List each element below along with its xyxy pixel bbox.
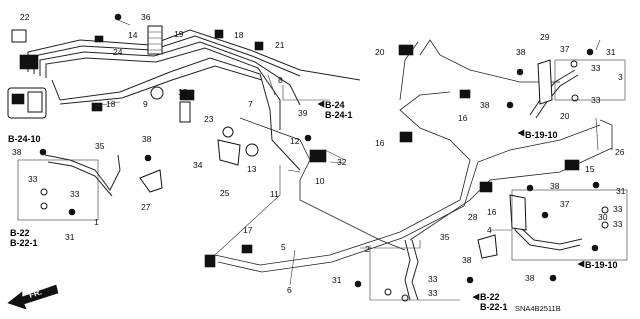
label-12: 12: [290, 136, 300, 146]
brake-hose-front-left: [44, 154, 121, 197]
label-17: 17: [243, 225, 253, 235]
brake-hose-front-right: [529, 69, 579, 119]
label-11: 11: [270, 189, 279, 199]
label-38f: 38: [462, 255, 472, 265]
label-4: 4: [487, 225, 492, 235]
label-21: 21: [275, 40, 285, 50]
label-38a: 38: [516, 47, 526, 57]
label-18a: 18: [234, 30, 244, 40]
label-38c: 38: [142, 134, 152, 144]
detail-box-front-left: [17, 159, 99, 221]
ref-b-22-1-right: B-22-1: [480, 302, 508, 312]
label-26: 26: [615, 147, 625, 157]
label-9: 9: [143, 99, 148, 109]
label-18b: 18: [106, 99, 116, 109]
arrow-b-22-right: [472, 293, 480, 301]
label-27: 27: [141, 202, 151, 212]
front-direction-arrow: FR.: [7, 284, 59, 310]
label-2: 2: [365, 244, 370, 254]
label-39: 39: [298, 108, 308, 118]
label-16b: 16: [375, 138, 385, 148]
front-label: FR.: [28, 287, 43, 300]
label-38d: 38: [12, 147, 22, 157]
label-28: 28: [468, 212, 478, 222]
spring-grommet: [147, 25, 191, 123]
label-5: 5: [281, 242, 286, 252]
ref-b-22-left: B-22: [10, 228, 30, 238]
label-10: 10: [315, 176, 325, 186]
label-33d: 33: [591, 95, 601, 105]
label-31b: 31: [616, 186, 626, 196]
label-20b: 20: [560, 111, 570, 121]
washers: [40, 60, 609, 302]
label-3: 3: [618, 72, 623, 82]
label-35a: 35: [95, 141, 105, 151]
ref-b-22-1-left: B-22-1: [10, 238, 38, 248]
label-32: 32: [337, 157, 347, 167]
label-19: 19: [174, 29, 184, 39]
ref-b-22-right: B-22: [480, 292, 500, 302]
diagram-code: SNA4B2511B: [515, 304, 561, 313]
label-31a: 31: [606, 47, 616, 57]
detail-bracket-2: [360, 240, 421, 249]
label-38g: 38: [525, 273, 535, 283]
brake-hose-rear-left: [404, 239, 419, 301]
label-22: 22: [20, 12, 30, 22]
label-33g: 33: [428, 274, 438, 284]
label-23: 23: [204, 114, 214, 124]
leader-lines: [94, 19, 601, 286]
label-13b: 13: [247, 164, 257, 174]
label-36: 36: [141, 12, 151, 22]
label-7: 7: [248, 99, 253, 109]
label-25: 25: [220, 188, 230, 198]
detail-box-rear-right: [511, 189, 628, 261]
ref-b-24-10: B-24-10: [8, 134, 41, 144]
clamp-parts: [91, 29, 580, 268]
label-33b: 33: [70, 189, 80, 199]
label-16c: 16: [487, 207, 497, 217]
label-20a: 20: [375, 47, 385, 57]
label-33f: 33: [613, 219, 623, 229]
label-34: 34: [193, 160, 203, 170]
label-8: 8: [278, 75, 283, 85]
label-33e: 33: [613, 204, 623, 214]
detail-bracket-rear-left: [369, 245, 460, 301]
brackets: [139, 59, 553, 259]
bolts: [39, 13, 600, 288]
ref-b-24-1: B-24-1: [325, 110, 353, 120]
section-references: B-24-10 B-22 B-22-1 B-24 B-24-1 B-19-10 …: [8, 100, 618, 312]
ref-b-19-10-lower: B-19-10: [585, 260, 618, 270]
label-38b: 38: [480, 100, 490, 110]
label-13a: 13: [178, 87, 188, 97]
ref-b-19-10-upper: B-19-10: [525, 130, 558, 140]
label-15: 15: [585, 164, 595, 174]
label-38e: 38: [550, 181, 560, 191]
label-37a: 37: [560, 44, 570, 54]
label-31c: 31: [65, 232, 75, 242]
label-14: 14: [128, 30, 138, 40]
label-33c: 33: [591, 63, 601, 73]
grommets: [150, 86, 259, 157]
label-29: 29: [540, 32, 550, 42]
detail-box-front-right: [554, 59, 626, 101]
part-labels: 1 2 3 4 5 6 7 8 9 10 11 12 13 13 14 15 1…: [12, 12, 626, 298]
ref-b-24: B-24: [325, 100, 345, 110]
arrow-b-19-10-upper: [517, 129, 525, 137]
arrow-b-19-10-lower: [577, 260, 585, 268]
label-37b: 37: [560, 199, 570, 209]
label-1: 1: [94, 217, 99, 227]
label-30: 30: [598, 212, 608, 222]
label-24: 24: [113, 47, 123, 57]
label-33h: 33: [428, 288, 438, 298]
label-33a: 33: [28, 174, 38, 184]
arrow-b-24: [317, 100, 325, 108]
label-6: 6: [287, 285, 292, 295]
label-35b: 35: [440, 232, 450, 242]
modulator-unit: [7, 87, 47, 119]
label-16a: 16: [458, 113, 468, 123]
label-31d: 31: [332, 275, 342, 285]
joint-block: [11, 29, 39, 70]
